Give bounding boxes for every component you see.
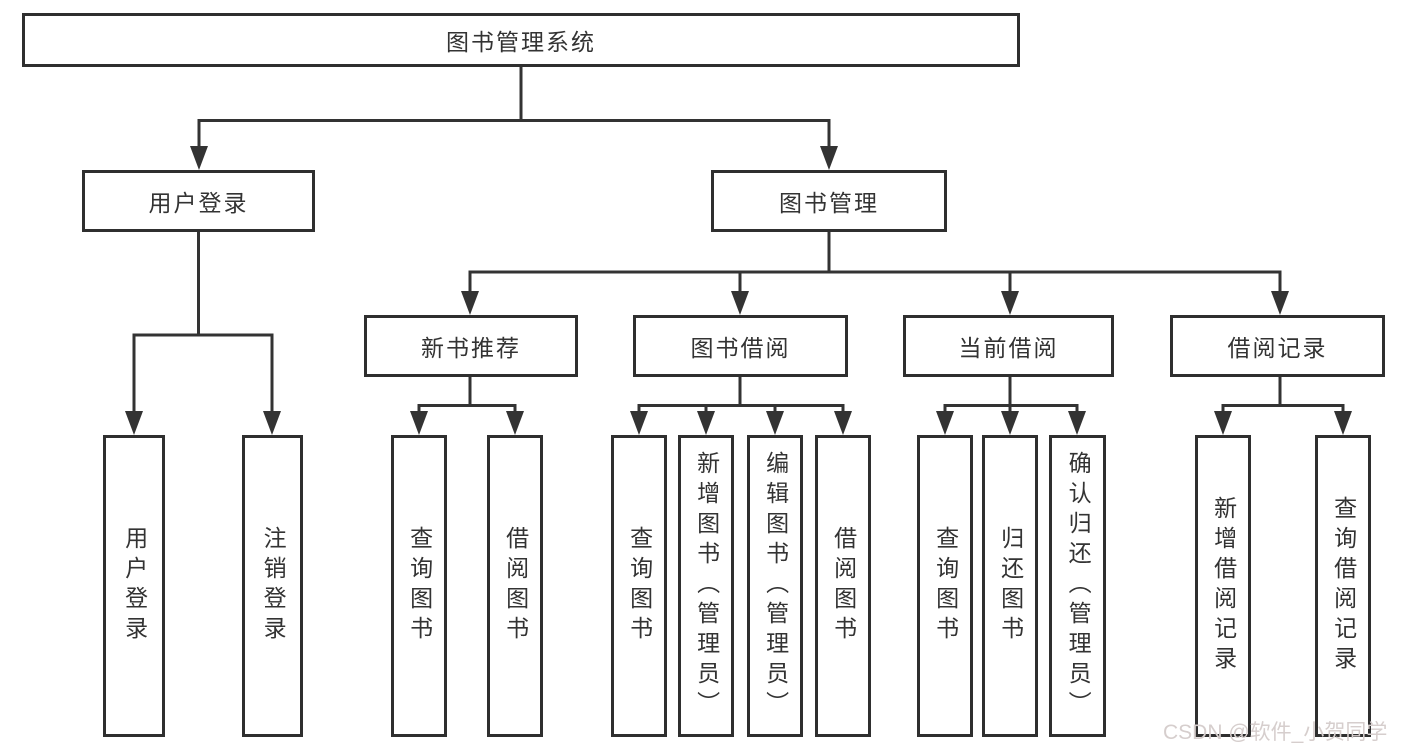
connector-user-login-to-leaves — [125, 232, 281, 435]
leaf-borrow-borrow: 借阅图书 — [815, 435, 871, 737]
connector-book-borrow-to-leaves — [630, 377, 852, 435]
node-book-borrow: 图书借阅 — [633, 315, 848, 377]
leaf-newbook-query: 查询图书 — [391, 435, 447, 737]
leaf-borrow-query: 查询图书 — [611, 435, 667, 737]
leaf-record-add: 新增借阅记录 — [1195, 435, 1251, 737]
node-new-book-rec: 新书推荐 — [364, 315, 578, 377]
connector-current-borrow-to-leaves — [936, 377, 1086, 435]
leaf-record-query: 查询借阅记录 — [1315, 435, 1371, 737]
leaf-borrow-add-admin: 新增图书（管理员） — [678, 435, 734, 737]
node-root: 图书管理系统 — [22, 13, 1020, 67]
node-user-login: 用户登录 — [82, 170, 315, 232]
leaf-borrow-edit-admin: 编辑图书（管理员） — [747, 435, 803, 737]
leaf-logout: 注销登录 — [242, 435, 303, 737]
connector-borrow-record-to-leaves — [1214, 377, 1352, 435]
connector-root-to-level2 — [190, 67, 838, 170]
leaf-current-return: 归还图书 — [982, 435, 1038, 737]
leaf-current-query: 查询图书 — [917, 435, 973, 737]
node-book-mgmt: 图书管理 — [711, 170, 947, 232]
node-current-borrow: 当前借阅 — [903, 315, 1114, 377]
connector-new-book-to-leaves — [410, 377, 524, 435]
node-borrow-record: 借阅记录 — [1170, 315, 1385, 377]
leaf-newbook-borrow: 借阅图书 — [487, 435, 543, 737]
connector-book-mgmt-to-level3 — [461, 232, 1289, 315]
leaf-user-login: 用户登录 — [103, 435, 165, 737]
leaf-current-confirm-admin: 确认归还（管理员） — [1049, 435, 1106, 737]
csdn-watermark: CSDN @软件_小贺同学 — [1163, 721, 1388, 744]
